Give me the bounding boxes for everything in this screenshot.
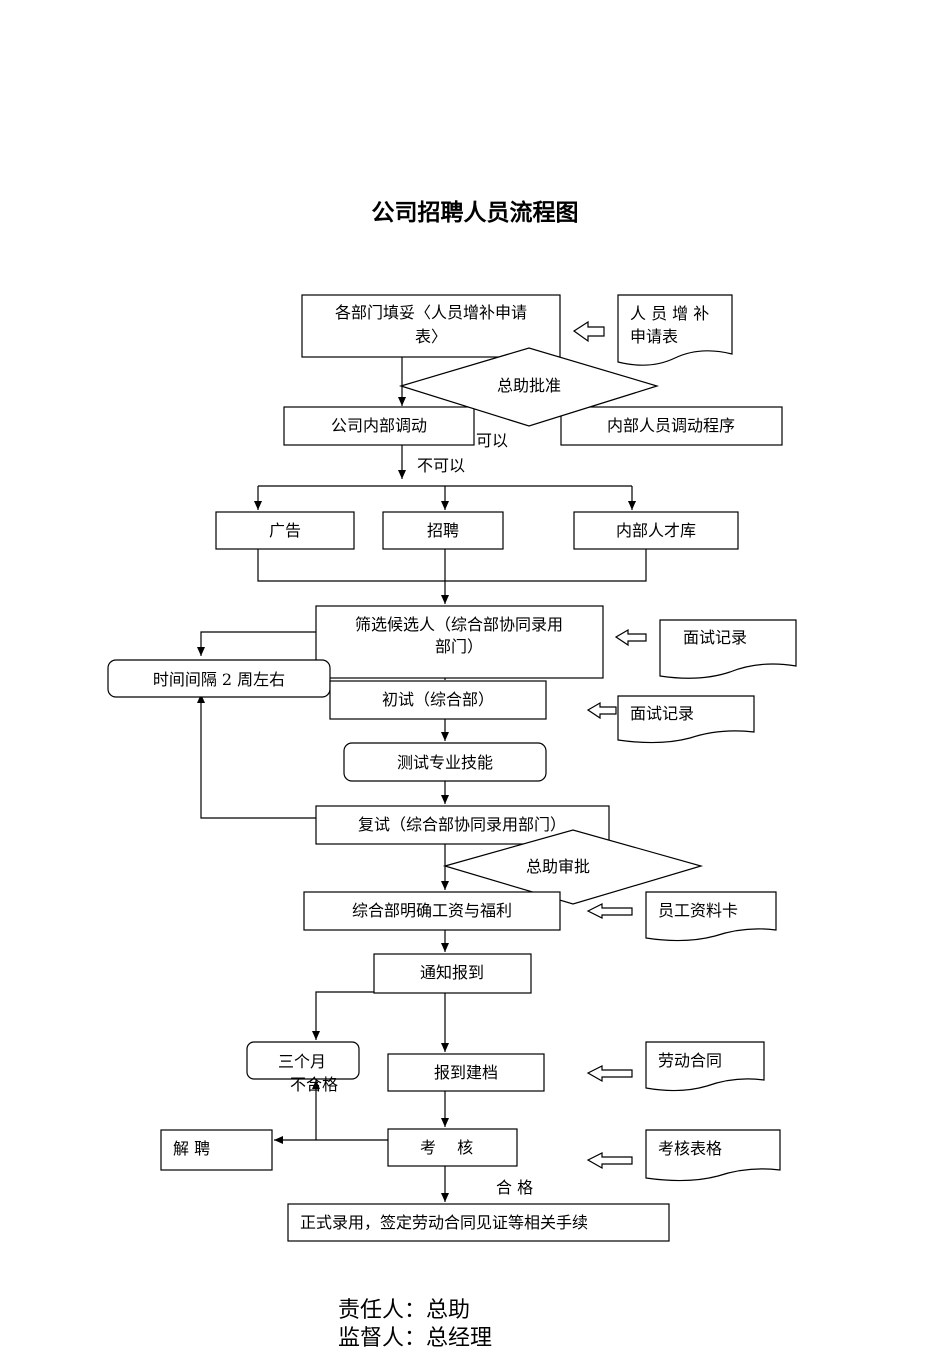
node-final: 正式录用，签定劳动合同见证等相关手续 (287, 1203, 670, 1242)
node-assess: 考 核 (387, 1128, 518, 1167)
node-fill-form-line2: 表〉 (415, 327, 447, 346)
node-internal-transfer: 公司内部调动 (283, 406, 475, 446)
hollow-arrow-icon (614, 628, 647, 647)
decision-approve1-label: 总助批准 (497, 376, 561, 395)
node-internal-procedure-label: 内部人员调动程序 (607, 416, 735, 435)
doc-interview-2: 面试记录 (617, 695, 755, 744)
node-dismiss-label: 解 聘 (173, 1139, 210, 1158)
node-dismiss: 解 聘 (160, 1129, 273, 1171)
doc-assess-form: 考核表格 (645, 1129, 781, 1182)
doc-employee-card-label: 员工资料卡 (658, 901, 738, 920)
node-assess-label: 考 核 (420, 1138, 473, 1157)
node-skill-test-label: 测试专业技能 (397, 753, 493, 772)
node-interval-label: 时间间隔 2 周左右 (153, 670, 285, 689)
node-ad-label: 广告 (269, 521, 301, 540)
doc-employee-card: 员工资料卡 (645, 891, 777, 942)
page-title: 公司招聘人员流程图 (371, 200, 579, 226)
node-ad: 广告 (215, 511, 355, 550)
node-internal-procedure: 内部人员调动程序 (560, 406, 783, 446)
footer-supervisor: 监督人：总经理 (338, 1326, 493, 1351)
node-screen-line1: 筛选候选人（综合部协同录用 (355, 615, 563, 634)
node-first-interview-label: 初试（综合部） (382, 690, 494, 709)
node-register: 报到建档 (387, 1053, 545, 1092)
decision-approve2: 总助审批 (442, 829, 704, 905)
decision-approve1: 总助批准 (398, 347, 660, 427)
doc-contract: 劳动合同 (645, 1041, 765, 1092)
node-fill-form: 各部门填妥〈人员增补申请 表〉 (301, 294, 561, 358)
edge-label-fail: 不合格 (290, 1075, 338, 1094)
doc-req-form-line1: 人 员 增 补 (630, 304, 709, 323)
edge-label-can: 可以 (476, 431, 508, 450)
node-notify-label: 通知报到 (420, 963, 484, 982)
node-interval: 时间间隔 2 周左右 (107, 659, 331, 698)
node-recruit-label: 招聘 (427, 521, 459, 540)
node-salary-label: 综合部明确工资与福利 (352, 901, 512, 920)
node-three-months-label: 三个月 (278, 1052, 326, 1071)
node-notify: 通知报到 (373, 953, 532, 994)
hollow-arrow-icon (586, 1065, 633, 1083)
node-talent-pool: 内部人才库 (573, 511, 739, 550)
node-second-interview-label: 复试（综合部协同录用部门） (358, 815, 566, 834)
node-final-label: 正式录用，签定劳动合同见证等相关手续 (300, 1213, 588, 1232)
node-salary: 综合部明确工资与福利 (303, 891, 561, 931)
edge-label-cannot: 不可以 (417, 456, 465, 475)
doc-req-form-line2: 申请表 (630, 327, 678, 346)
edge-label-pass: 合 格 (496, 1178, 533, 1197)
hollow-arrow-icon (586, 903, 633, 919)
node-first-interview: 初试（综合部） (329, 680, 547, 720)
doc-interview-2-label: 面试记录 (630, 704, 694, 723)
decision-approve2-label: 总助审批 (526, 857, 590, 876)
node-skill-test: 测试专业技能 (343, 742, 547, 782)
doc-interview-1-label: 面试记录 (683, 628, 747, 647)
node-talent-pool-label: 内部人才库 (616, 521, 696, 540)
node-internal-transfer-label: 公司内部调动 (331, 416, 427, 435)
hollow-arrow-icon (586, 1152, 633, 1170)
hollow-arrow-icon (586, 701, 617, 720)
doc-contract-label: 劳动合同 (658, 1051, 722, 1070)
document-arrows (572, 320, 647, 1170)
node-three-months: 三个月 (246, 1041, 360, 1080)
node-fill-form-line1: 各部门填妥〈人员增补申请 (335, 303, 527, 322)
node-screen-line2: 部门） (435, 637, 483, 656)
doc-assess-form-label: 考核表格 (658, 1139, 722, 1158)
doc-interview-1: 面试记录 (659, 619, 797, 679)
node-register-label: 报到建档 (434, 1063, 498, 1082)
node-screen: 筛选候选人（综合部协同录用 部门） (315, 605, 604, 679)
footer-responsible: 责任人：总助 (338, 1298, 471, 1323)
doc-req-form: 人 员 增 补 申请表 (617, 294, 733, 366)
node-recruit: 招聘 (382, 511, 504, 550)
hollow-arrow-icon (572, 320, 605, 343)
